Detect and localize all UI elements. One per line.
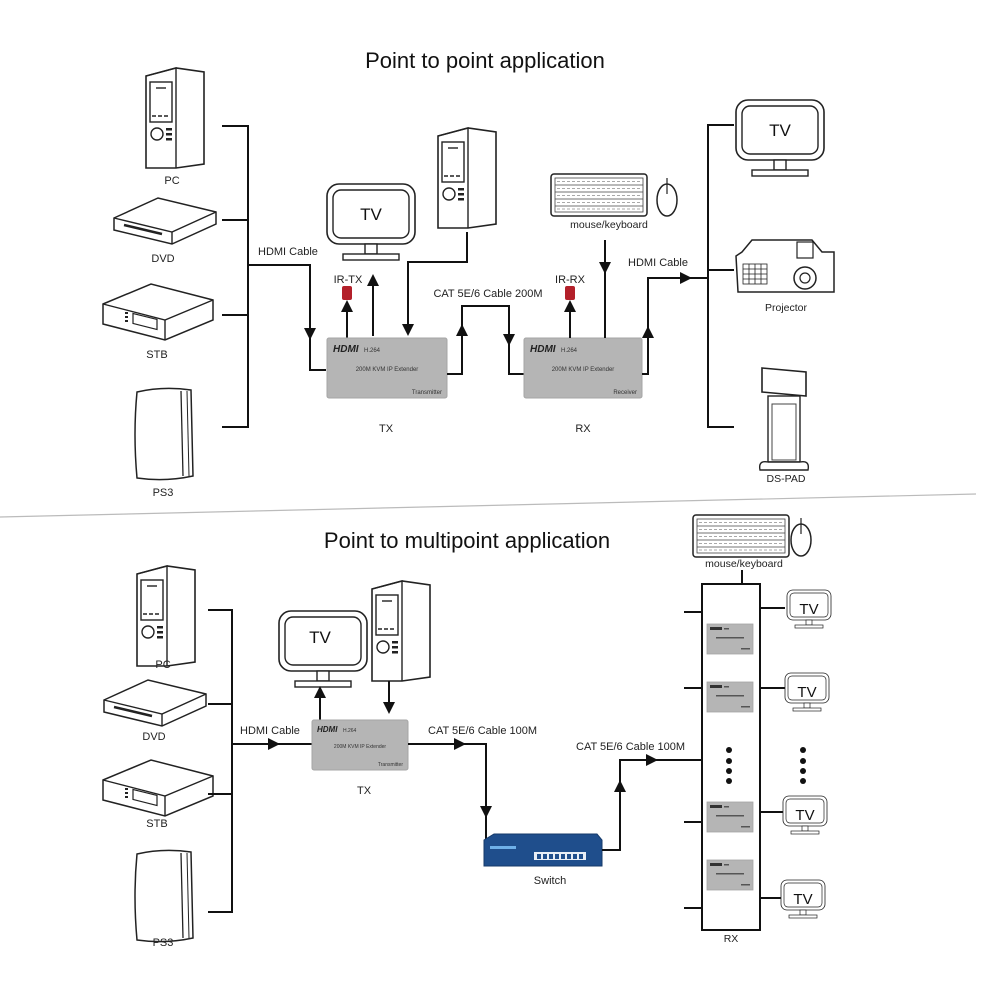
ir-tx-label: IR-TX xyxy=(334,274,363,286)
tv-4: TV xyxy=(780,879,826,919)
rx-caption: RX xyxy=(575,423,591,435)
dvd-icon xyxy=(102,678,208,728)
display-label: TV xyxy=(769,121,791,140)
ps3-icon xyxy=(134,849,194,943)
cat-cable-rx-label: CAT 5E/6 Cable 100M xyxy=(576,741,685,753)
rx-unit-4 xyxy=(706,859,754,891)
hdmi-logo: HDMI xyxy=(530,344,556,355)
display-projector: Projector xyxy=(735,239,835,314)
section-divider xyxy=(0,493,977,518)
local-pc-icon xyxy=(437,127,497,229)
rx-extender: HDMI H.264 200M KVM IP Extender Receiver xyxy=(523,337,643,399)
source-ps3: PS3 xyxy=(134,387,194,499)
keyboard-icon xyxy=(550,173,648,217)
dvd-icon xyxy=(112,196,218,246)
source-dvd: DVD xyxy=(112,196,218,265)
display-ds-pad: DS-PAD xyxy=(758,367,810,485)
keyboard-icon xyxy=(692,514,790,558)
hdmi-logo: HDMI xyxy=(333,344,359,355)
local-pc-icon xyxy=(371,580,431,682)
mouse-keyboard-label: mouse/keyboard xyxy=(570,219,648,231)
section-point-to-point: Point to point application PC DVD STB PS… xyxy=(102,48,835,499)
source-label: PS3 xyxy=(153,937,174,949)
mouse-icon xyxy=(790,517,812,557)
tv-2: TV xyxy=(784,672,830,712)
rx-unit-1 xyxy=(706,623,754,655)
tx-extender: HDMI H.264 200M KVM IP Extender Transmit… xyxy=(311,719,409,771)
section-title: Point to point application xyxy=(365,48,605,73)
tv-label: TV xyxy=(360,205,382,224)
model-label: 200M KVM IP Extender xyxy=(334,744,386,750)
role-label: Receiver xyxy=(613,390,637,396)
display-label: Projector xyxy=(765,302,808,314)
network-switch: Switch xyxy=(483,833,603,887)
tv-label: TV xyxy=(799,601,818,618)
cat-cable-label: CAT 5E/6 Cable 200M xyxy=(433,288,542,300)
more-units-ellipsis xyxy=(726,747,732,784)
source-label: PS3 xyxy=(153,487,174,499)
source-label: STB xyxy=(146,349,167,361)
ir-rx-label: IR-RX xyxy=(555,274,586,286)
role-label: Transmitter xyxy=(378,762,403,768)
cat-cable-tx-label: CAT 5E/6 Cable 100M xyxy=(428,725,537,737)
source-dvd: DVD xyxy=(102,678,208,743)
tx-caption: TX xyxy=(357,785,372,797)
tv-label: TV xyxy=(795,807,814,824)
source-stb: STB xyxy=(102,759,214,830)
section-point-to-multipoint: Point to multipoint application PC DVD S… xyxy=(102,514,832,949)
codec-label: H.264 xyxy=(561,348,578,354)
tv-1: TV xyxy=(786,589,832,629)
mouse-keyboard-label: mouse/keyboard xyxy=(705,558,783,570)
stb-icon xyxy=(102,283,214,341)
tv-label: TV xyxy=(793,891,812,908)
source-label: DVD xyxy=(151,253,174,265)
ir-tx-sensor-icon xyxy=(342,286,352,300)
tv-icon xyxy=(278,610,368,688)
tv-label: TV xyxy=(797,684,816,701)
rx-unit-3 xyxy=(706,801,754,833)
source-bus xyxy=(208,609,312,913)
more-tvs-ellipsis xyxy=(800,747,806,784)
pc-icon xyxy=(145,67,205,169)
source-ps3: PS3 xyxy=(134,849,194,949)
source-label: PC xyxy=(155,659,170,671)
stb-icon xyxy=(102,759,214,817)
source-pc: PC xyxy=(136,565,196,671)
hdmi-cable-label: HDMI Cable xyxy=(258,246,318,258)
switch-label: Switch xyxy=(534,875,566,887)
pc-icon xyxy=(136,565,196,667)
ir-rx-sensor-icon xyxy=(565,286,575,300)
codec-label: H.264 xyxy=(343,728,357,734)
mouse-icon xyxy=(656,177,678,217)
local-tv: TV xyxy=(278,610,368,688)
source-pc: PC xyxy=(145,67,205,187)
source-label: PC xyxy=(164,175,179,187)
rx-unit-2 xyxy=(706,681,754,713)
display-tv: TV xyxy=(735,99,825,177)
tx-caption: TX xyxy=(379,423,394,435)
rx-caption: RX xyxy=(724,933,739,945)
role-label: Transmitter xyxy=(412,390,442,396)
source-label: STB xyxy=(146,818,167,830)
source-stb: STB xyxy=(102,283,214,361)
codec-label: H.264 xyxy=(364,348,381,354)
hdmi-cable-out-label: HDMI Cable xyxy=(628,257,688,269)
section-title: Point to multipoint application xyxy=(324,528,610,553)
tx-extender: HDMI H.264 200M KVM IP Extender Transmit… xyxy=(326,337,448,399)
ps3-icon xyxy=(134,387,194,481)
source-label: DVD xyxy=(142,731,165,743)
source-bus xyxy=(222,125,326,428)
display-label: DS-PAD xyxy=(767,473,806,485)
model-label: 200M KVM IP Extender xyxy=(552,367,615,373)
local-tv: TV xyxy=(326,183,416,261)
hdmi-cable-label: HDMI Cable xyxy=(240,725,300,737)
tv-label: TV xyxy=(309,628,331,647)
tv-3: TV xyxy=(782,795,828,835)
hdmi-logo: HDMI xyxy=(317,725,338,734)
model-label: 200M KVM IP Extender xyxy=(356,367,419,373)
rx-rack: RX xyxy=(701,583,761,945)
